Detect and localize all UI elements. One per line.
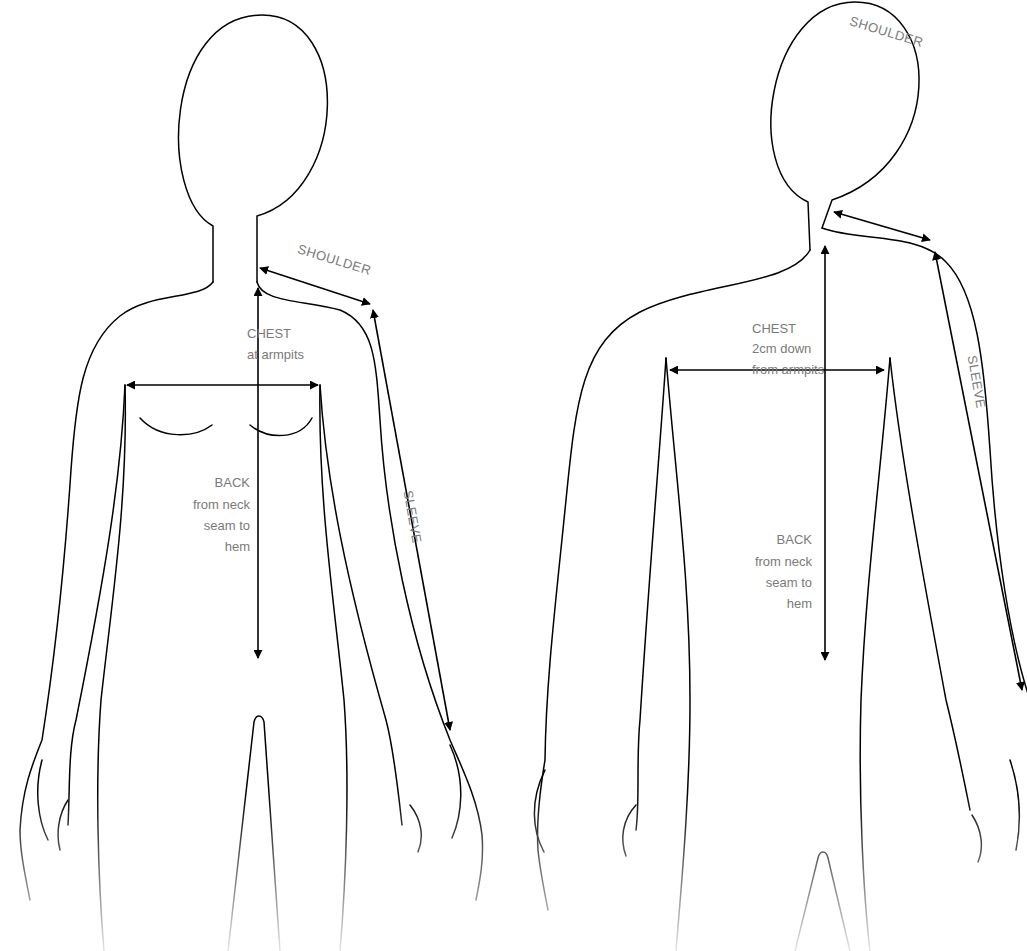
measure-name: SHOULDER bbox=[295, 238, 374, 280]
hand bbox=[410, 745, 461, 852]
arm-inner bbox=[68, 385, 125, 825]
measure-arrow bbox=[935, 252, 1022, 690]
measure-name: CHEST bbox=[247, 323, 307, 344]
arm-inner bbox=[636, 358, 666, 830]
body-outline bbox=[20, 282, 213, 900]
measure-arrow bbox=[373, 310, 450, 730]
measure-arrow bbox=[127, 384, 318, 386]
legs bbox=[228, 716, 280, 951]
measure-arrow bbox=[834, 212, 930, 240]
arm-inner bbox=[320, 385, 402, 825]
measure-name: SHOULDER bbox=[847, 10, 926, 52]
torso-side bbox=[860, 358, 890, 951]
measure-arrow bbox=[824, 246, 826, 660]
measure-name: CHEST bbox=[752, 318, 832, 339]
bust bbox=[140, 418, 312, 435]
torso-side bbox=[666, 358, 690, 951]
hand bbox=[972, 760, 1019, 862]
measure-note: from neck seam to hem bbox=[748, 551, 812, 614]
measure-name: SLEEVE bbox=[962, 354, 992, 410]
body-outline bbox=[257, 282, 483, 900]
arm-inner bbox=[890, 358, 970, 810]
measure-name: BACK bbox=[748, 529, 812, 550]
measure-note: from neck seam to hem bbox=[186, 494, 250, 557]
hand bbox=[38, 760, 68, 850]
torso-side bbox=[320, 385, 347, 951]
torso-side bbox=[98, 385, 126, 951]
legs bbox=[795, 852, 850, 951]
measure-note: at armpits bbox=[247, 344, 327, 365]
body-outline bbox=[822, 228, 1027, 700]
hand bbox=[534, 770, 636, 856]
measure-arrow bbox=[257, 288, 259, 658]
measure-name: BACK bbox=[186, 472, 250, 493]
measure-name: SLEEVE bbox=[398, 489, 428, 545]
measure-note: 2cm down from armpits bbox=[752, 338, 832, 380]
